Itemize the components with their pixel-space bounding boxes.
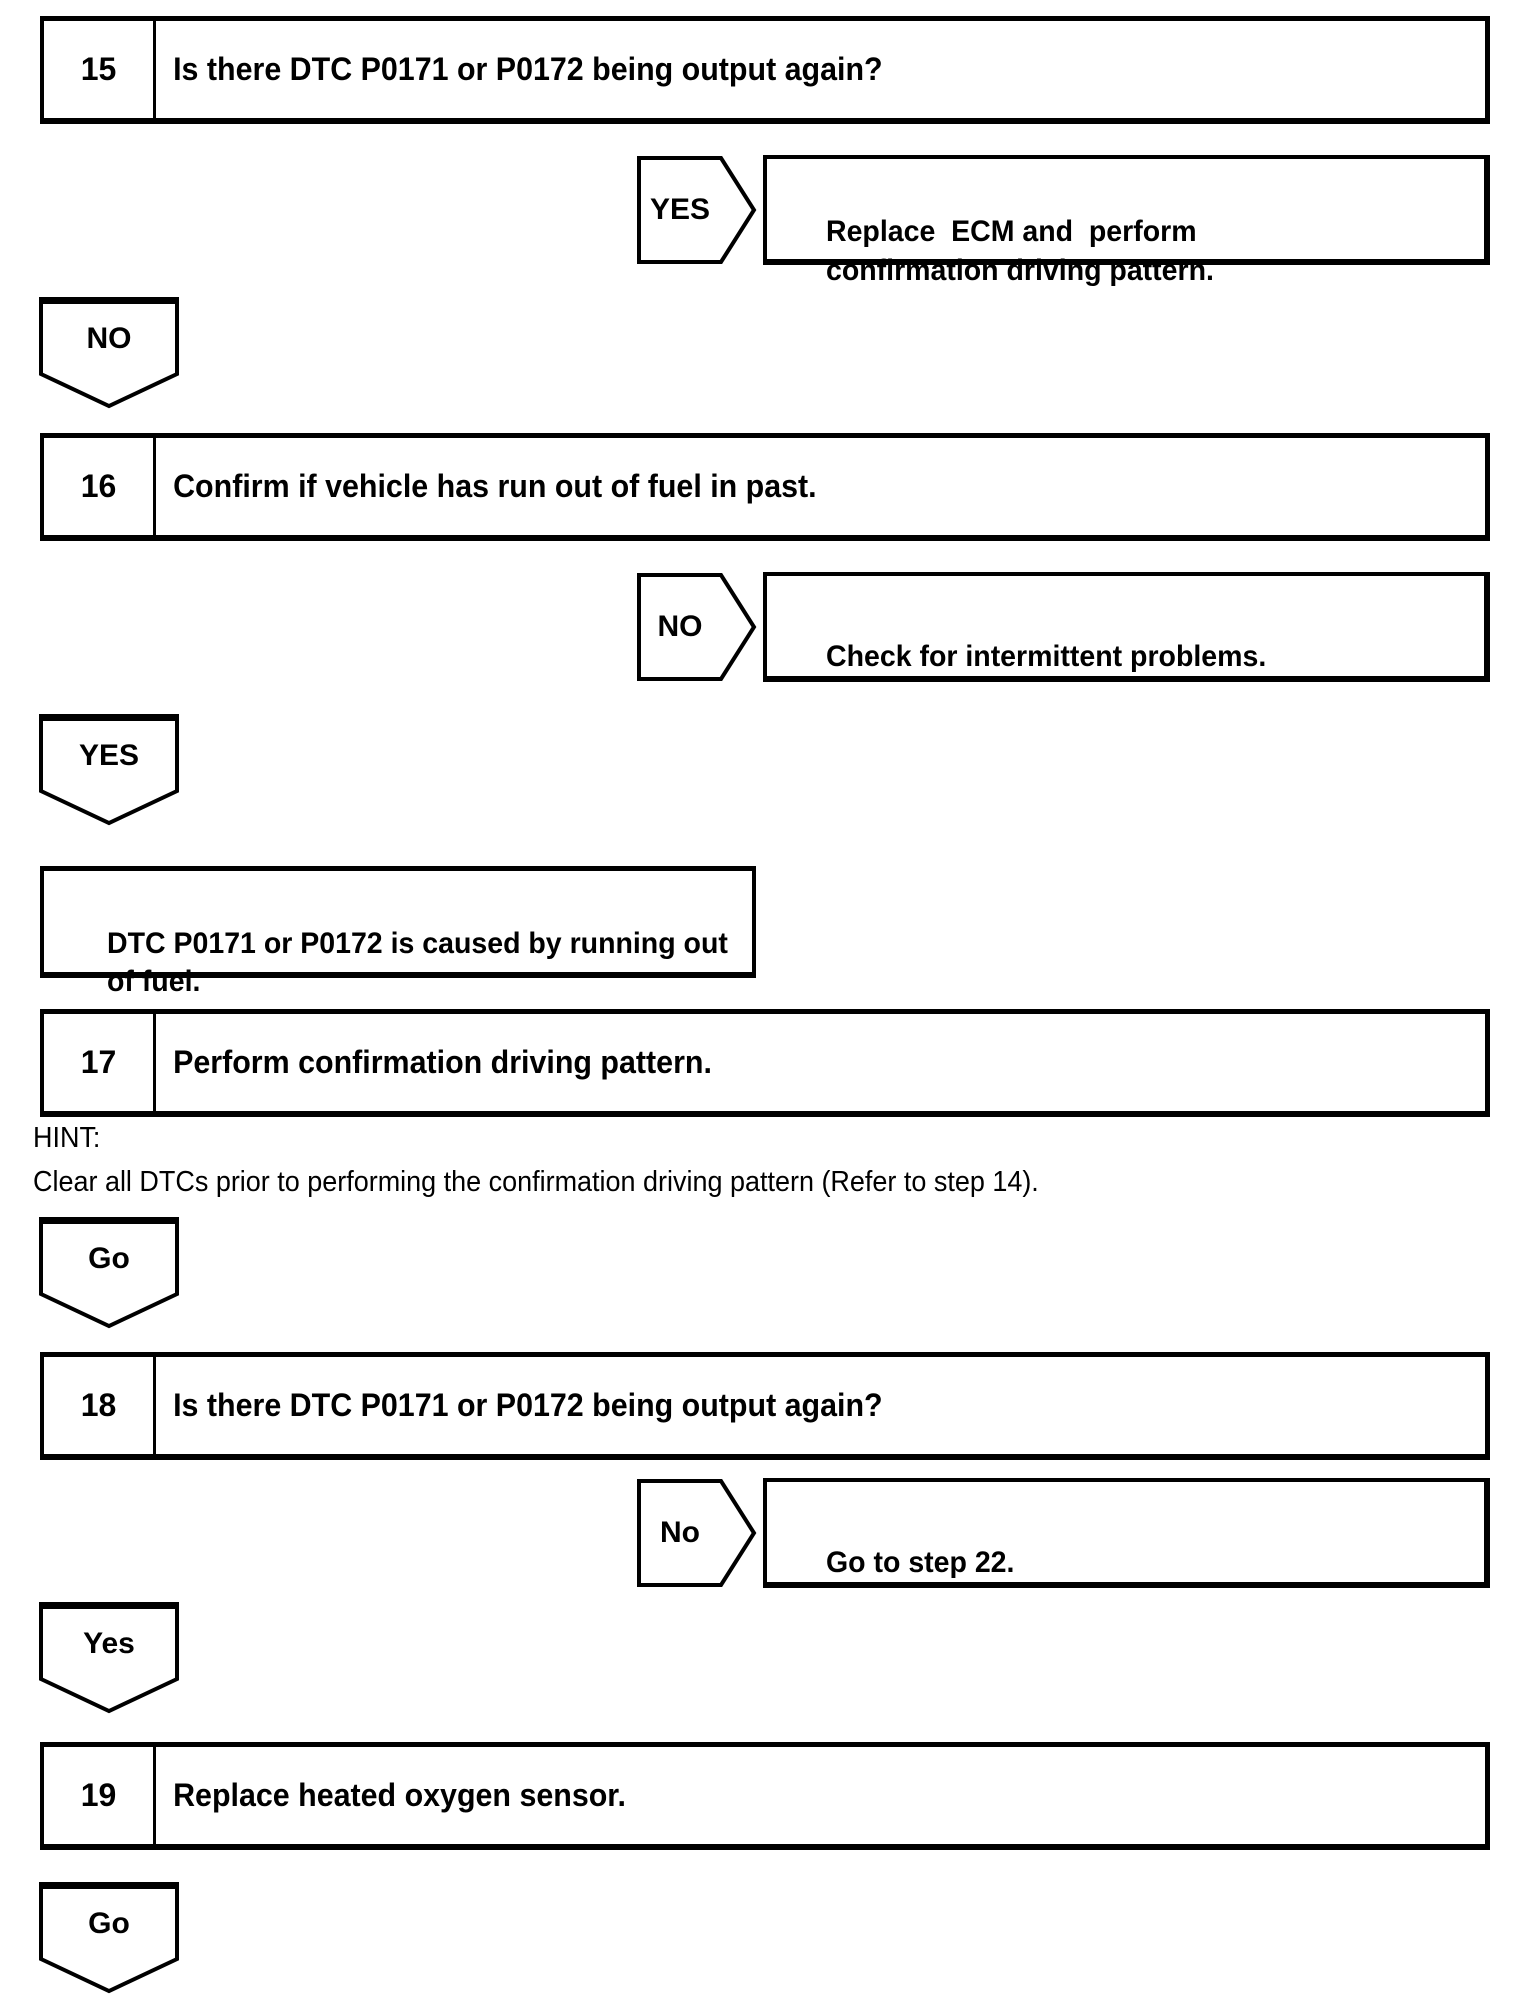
result-text: Replace ECM and perform confirmation dri…: [826, 215, 1215, 287]
branch-label: NO: [657, 610, 703, 643]
step-title: Confirm if vehicle has run out of fuel i…: [173, 468, 817, 504]
down-pentagon-shape: [39, 1217, 179, 1329]
result-box-intermittent: Check for intermittent problems.: [763, 572, 1490, 682]
step-number: 15: [44, 21, 156, 118]
branch-label: No: [660, 1516, 700, 1549]
connector-go-pentagon-final: Go: [39, 1882, 179, 1994]
step-number: 17: [44, 1014, 156, 1111]
branch-yes-pentagon: YES: [637, 156, 757, 264]
step-title: Is there DTC P0171 or P0172 being output…: [173, 51, 883, 87]
step-title: Perform confirmation driving pattern.: [173, 1044, 712, 1080]
step-number: 18: [44, 1357, 156, 1454]
connector-yes-pentagon: YES: [39, 714, 179, 826]
step-box-18: 18 Is there DTC P0171 or P0172 being out…: [40, 1352, 1490, 1460]
connector-no-pentagon: NO: [39, 297, 179, 409]
branch-no-pentagon-18: No: [637, 1479, 757, 1587]
connector-label: Go: [88, 1907, 130, 1940]
hint-text: Clear all DTCs prior to performing the c…: [33, 1166, 1039, 1198]
down-pentagon-shape: [39, 1882, 179, 1994]
connector-label: Go: [88, 1242, 130, 1275]
step-number: 16: [44, 438, 156, 535]
right-pentagon-shape: [637, 156, 757, 264]
branch-no-pentagon: NO: [637, 573, 757, 681]
right-pentagon-shape: [637, 1479, 757, 1587]
step-number: 19: [44, 1747, 156, 1844]
result-box-go-to-step-22: Go to step 22.: [763, 1478, 1490, 1588]
step-title: Replace heated oxygen sensor.: [173, 1777, 626, 1813]
hint-label: HINT:: [33, 1122, 101, 1154]
result-text: Go to step 22.: [826, 1546, 1015, 1579]
connector-yes-pentagon-18: Yes: [39, 1602, 179, 1714]
down-pentagon-shape: [39, 714, 179, 826]
conclusion-text: DTC P0171 or P0172 is caused by running …: [107, 927, 729, 998]
step-box-19: 19 Replace heated oxygen sensor.: [40, 1742, 1490, 1850]
connector-go-pentagon: Go: [39, 1217, 179, 1329]
result-box-replace-ecm: Replace ECM and perform confirmation dri…: [763, 155, 1490, 287]
down-pentagon-shape: [39, 1602, 179, 1714]
connector-label: NO: [86, 322, 132, 355]
right-pentagon-shape: [637, 573, 757, 681]
down-pentagon-shape: [39, 297, 179, 409]
result-text: Check for intermittent problems.: [826, 640, 1267, 673]
connector-label: Yes: [83, 1627, 135, 1660]
step-box-16: 16 Confirm if vehicle has run out of fue…: [40, 433, 1490, 541]
conclusion-box: DTC P0171 or P0172 is caused by running …: [40, 866, 756, 998]
step-title: Is there DTC P0171 or P0172 being output…: [173, 1387, 883, 1423]
branch-label: YES: [649, 193, 711, 226]
step-box-15: 15 Is there DTC P0171 or P0172 being out…: [40, 16, 1490, 124]
step-box-17: 17 Perform confirmation driving pattern.: [40, 1009, 1490, 1117]
connector-label: YES: [78, 739, 140, 772]
